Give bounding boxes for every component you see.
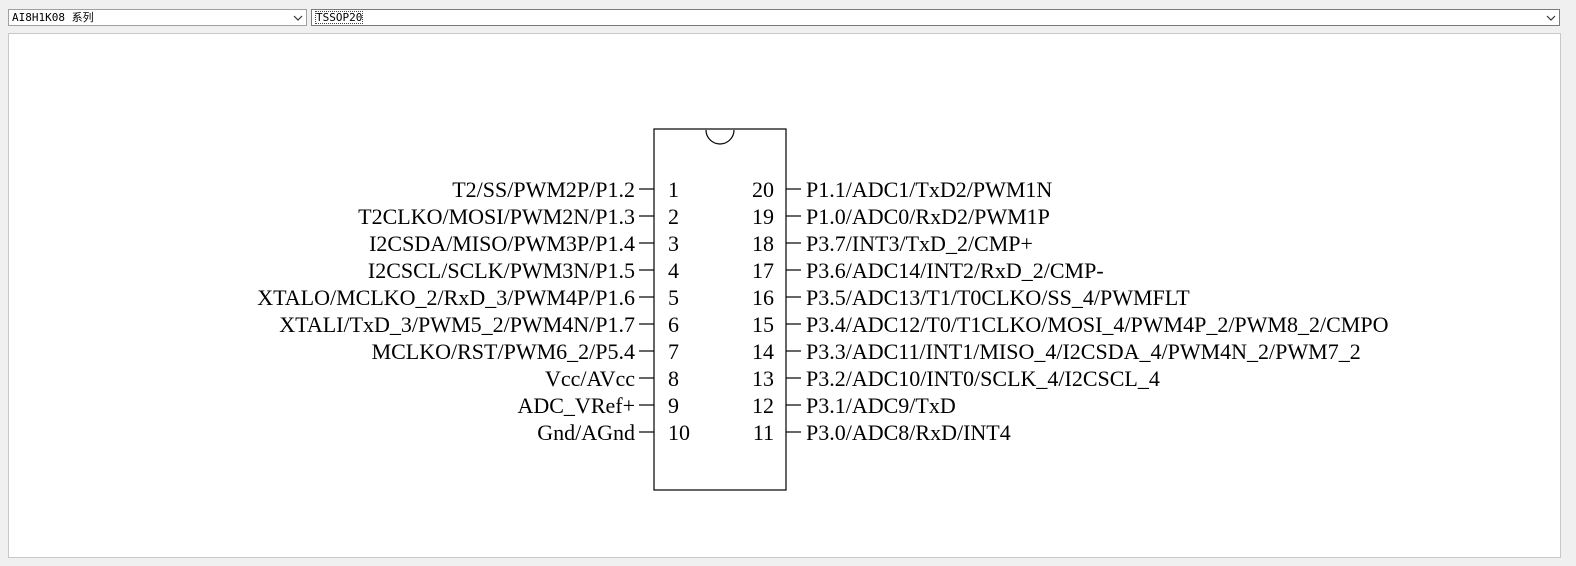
pin-label: MCLKO/RST/PWM6_2/P5.4: [372, 339, 635, 364]
chip-body: [653, 128, 787, 491]
pin-number: 2: [668, 204, 679, 229]
pin-number: 13: [752, 366, 774, 391]
pin-label: P3.3/ADC11/INT1/MISO_4/I2CSDA_4/PWM4N_2/…: [806, 339, 1361, 364]
pin-number: 19: [752, 204, 774, 229]
pin-label: P3.0/ADC8/RxD/INT4: [806, 420, 1011, 445]
pin-number: 10: [668, 420, 690, 445]
pin-number: 8: [668, 366, 679, 391]
pin-label: P3.4/ADC12/T0/T1CLKO/MOSI_4/PWM4P_2/PWM8…: [806, 312, 1388, 337]
pin-number: 16: [752, 285, 774, 310]
pin-label: P1.0/ADC0/RxD2/PWM1P: [806, 204, 1050, 229]
chevron-down-icon[interactable]: [1543, 10, 1559, 25]
pin-number: 14: [752, 339, 774, 364]
package-select[interactable]: TSSOP20: [311, 9, 1560, 26]
series-select[interactable]: AI8H1K08 系列: [8, 9, 307, 26]
series-select-value: AI8H1K08 系列: [12, 11, 94, 24]
pin-number: 12: [752, 393, 774, 418]
pin-label: I2CSCL/SCLK/PWM3N/P1.5: [368, 258, 635, 283]
pin-label: ADC_VRef+: [517, 393, 635, 418]
pin-number: 11: [753, 420, 774, 445]
pin-label: T2CLKO/MOSI/PWM2N/P1.3: [358, 204, 635, 229]
pin-number: 4: [668, 258, 679, 283]
pin-number: 15: [752, 312, 774, 337]
pin-label: Gnd/AGnd: [537, 420, 635, 445]
pin-number: 5: [668, 285, 679, 310]
pin-label: P3.7/INT3/TxD_2/CMP+: [806, 231, 1033, 256]
pin-number: 9: [668, 393, 679, 418]
pin-number: 3: [668, 231, 679, 256]
pin-number: 18: [752, 231, 774, 256]
pin-label: P3.6/ADC14/INT2/RxD_2/CMP-: [806, 258, 1104, 283]
package-select-value: TSSOP20: [315, 11, 364, 24]
chip-notch: [705, 129, 735, 145]
pin-number: 17: [752, 258, 774, 283]
pin-label: P1.1/ADC1/TxD2/PWM1N: [806, 177, 1052, 202]
pin-label: XTALO/MCLKO_2/RxD_3/PWM4P/P1.6: [257, 285, 635, 310]
chevron-down-icon[interactable]: [290, 10, 306, 25]
pin-label: T2/SS/PWM2P/P1.2: [452, 177, 635, 202]
pin-number: 7: [668, 339, 679, 364]
pin-label: I2CSDA/MISO/PWM3P/P1.4: [369, 231, 635, 256]
right-pin-group: P1.1/ADC1/TxD2/PWM1N 20P1.0/ADC0/RxD2/PWM…: [752, 177, 1388, 445]
pin-number: 20: [752, 177, 774, 202]
pin-number: 6: [668, 312, 679, 337]
pin-label: P3.1/ADC9/TxD: [806, 393, 956, 418]
pin-label: Vcc/AVcc: [545, 366, 635, 391]
pin-label: XTALI/TxD_3/PWM5_2/PWM4N/P1.7: [279, 312, 635, 337]
pin-label: P3.2/ADC10/INT0/SCLK_4/I2CSCL_4: [806, 366, 1160, 391]
pin-label: P3.5/ADC13/T1/T0CLKO/SS_4/PWMFLT: [806, 285, 1190, 310]
pin-number: 1: [668, 177, 679, 202]
